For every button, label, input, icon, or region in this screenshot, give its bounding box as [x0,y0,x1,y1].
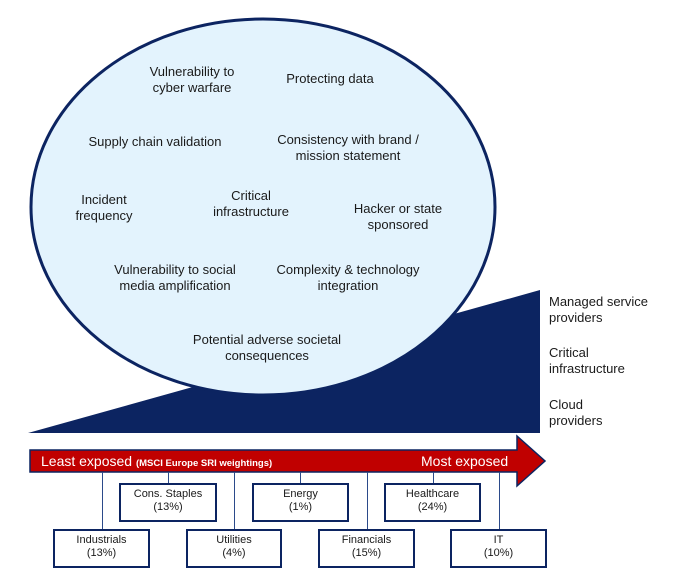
connector-utilities [234,472,235,530]
factor-supply-chain: Supply chain validation [70,134,240,150]
connector-financials [367,472,368,530]
factor-line: Vulnerability to [149,64,235,79]
sector-weight: (1%) [288,501,313,513]
sector-box-industrials: Industrials (13%) [53,529,150,568]
sector-box-energy: Energy (1%) [252,483,349,522]
factor-line: Consistency with brand / [277,132,419,147]
most-exposed-label: Most exposed [421,453,509,469]
sector-weight: (13%) [153,501,183,513]
sector-weight: (24%) [417,501,448,513]
connector-energy [300,472,301,484]
factor-line: Potential adverse societal [192,332,342,347]
factor-line: Incident [81,192,127,207]
connector-it [499,472,500,530]
factor-critical-infrastructure: Critical infrastructure [196,188,306,220]
wedge-label-managed-service: Managed service providers [549,294,648,326]
wedge-label-line: providers [549,413,603,428]
wedge-label-line: Critical [549,345,589,360]
factor-societal: Potential adverse societal consequences [170,332,364,364]
factor-hacker-state: Hacker or state sponsored [338,201,458,233]
sector-name: Energy [283,488,318,500]
sector-weight: (4%) [222,547,246,559]
factor-line: integration [317,278,379,293]
factor-line: frequency [75,208,133,223]
factor-complexity: Complexity & technology integration [262,262,434,294]
factor-line: Complexity & technology [276,262,420,277]
factor-line: mission statement [295,148,401,163]
sector-box-cons-staples: Cons. Staples (13%) [119,483,217,522]
sector-name: Utilities [216,534,252,546]
factor-line: sponsored [367,217,429,232]
wedge-label-line: infrastructure [549,361,625,376]
wedge-label-line: Cloud [549,397,583,412]
factor-social-media: Vulnerability to social media amplificat… [90,262,260,294]
sector-weight: (15%) [351,547,382,559]
exposure-arrow [29,434,547,488]
sector-name: Industrials [76,534,127,546]
sector-name: IT [493,534,504,546]
sector-name: Cons. Staples [133,488,203,500]
sector-weight: (10%) [483,547,514,559]
sector-name: Financials [341,534,392,546]
sector-box-it: IT (10%) [450,529,547,568]
factor-vuln-cyber-warfare: Vulnerability to cyber warfare [132,64,252,96]
factor-protecting-data: Protecting data [260,71,400,87]
connector-industrials [102,472,103,530]
factor-line: media amplification [119,278,231,293]
connector-cons-staples [168,472,169,484]
wedge-label-line: Managed service [549,294,648,309]
factor-incident-frequency: Incident frequency [62,192,146,224]
connector-healthcare [433,472,434,484]
wedge-label-critical-infrastructure: Critical infrastructure [549,345,625,377]
msci-weightings-note: (MSCI Europe SRI weightings) [135,458,273,469]
factor-line: Hacker or state [353,201,443,216]
sector-box-healthcare: Healthcare (24%) [384,483,481,522]
wedge-label-line: providers [549,310,603,325]
factor-line: consequences [225,348,309,363]
sector-name: Healthcare [405,488,460,500]
factor-brand-consistency: Consistency with brand / mission stateme… [262,132,434,164]
factor-line: Protecting data [286,71,374,86]
least-exposed-label: Least exposed (MSCI Europe SRI weighting… [41,452,272,473]
factor-line: Vulnerability to social [114,262,236,277]
factor-line: infrastructure [213,204,289,219]
wedge-label-cloud: Cloud providers [549,397,602,429]
risk-factors-circle [29,17,497,397]
factor-line: Critical [231,188,271,203]
sector-weight: (13%) [86,547,117,559]
sector-box-financials: Financials (15%) [318,529,415,568]
factor-line: Supply chain validation [88,134,222,149]
least-exposed-text: Least exposed [41,453,133,469]
sector-box-utilities: Utilities (4%) [186,529,282,568]
factor-line: cyber warfare [152,80,232,95]
